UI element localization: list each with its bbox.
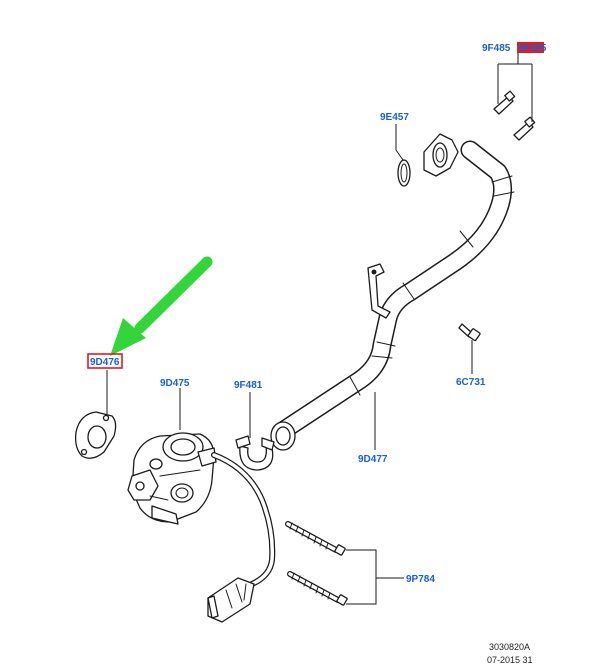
seal-ring-9e457[interactable]: [397, 159, 411, 187]
leader-lines: [106, 52, 533, 605]
green-arrow-icon: [110, 256, 213, 356]
bolt-9f485-b[interactable]: [513, 116, 536, 141]
label-9f485[interactable]: 9F485: [482, 43, 511, 54]
stud-9p784-b[interactable]: [287, 571, 348, 606]
callout-labels: 9F485 9F485 9E457 6C731 9D476 9D475 9F48…: [87, 42, 547, 585]
drawing-footer: 3030820A 07-2015 31: [487, 642, 533, 665]
label-9f485-selected[interactable]: 9F485: [518, 43, 547, 54]
egr-valve-9d475[interactable]: [127, 432, 217, 525]
label-9d476[interactable]: 9D476: [90, 357, 120, 368]
label-9e457[interactable]: 9E457: [380, 112, 409, 123]
drawing-date: 07-2015 31: [487, 655, 533, 665]
label-9f481[interactable]: 9F481: [234, 380, 263, 391]
label-9d477[interactable]: 9D477: [358, 454, 388, 465]
clamp-9f481[interactable]: [235, 435, 275, 471]
highlight-9f485: [517, 42, 544, 53]
wiring-harness[interactable]: [207, 452, 276, 623]
bolt-6c731[interactable]: [458, 323, 481, 342]
stud-9p784-a[interactable]: [285, 521, 346, 556]
bolt-9f485-a[interactable]: [493, 90, 516, 115]
highlight-9d476: [87, 353, 123, 369]
label-6c731[interactable]: 6C731: [456, 377, 486, 388]
label-9d475[interactable]: 9D475: [160, 378, 190, 389]
label-9p784[interactable]: 9P784: [406, 574, 435, 585]
drawing-number: 3030820A: [489, 642, 530, 652]
egr-pipe[interactable]: [270, 133, 515, 451]
gasket-9d476[interactable]: [74, 411, 117, 459]
